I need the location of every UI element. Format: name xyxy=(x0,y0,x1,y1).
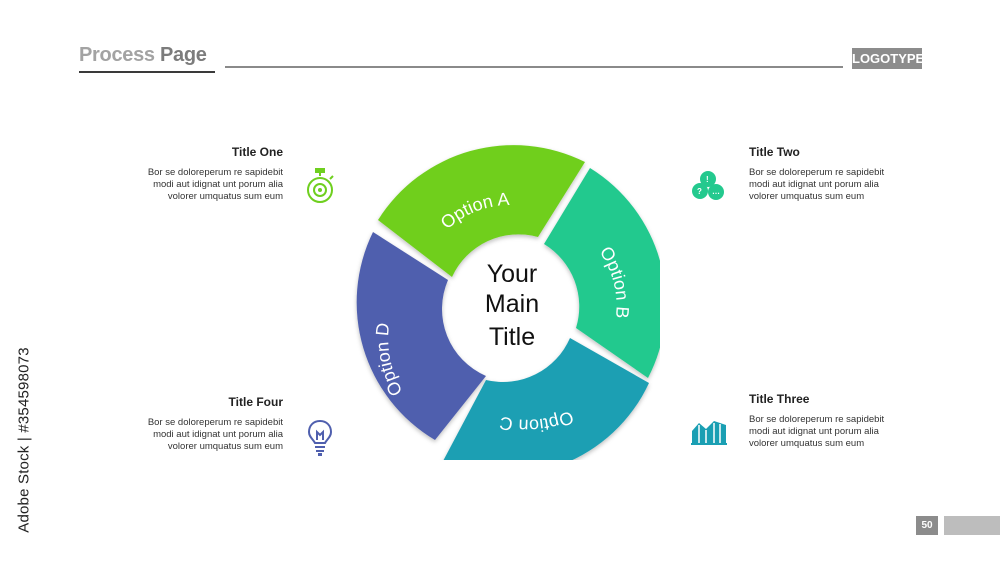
block-title-three: Title Three Bor se doloreperum re sapide… xyxy=(749,392,909,450)
block-text: Bor se doloreperum re sapidebit modi aut… xyxy=(147,417,283,452)
block-title: Title Two xyxy=(749,145,800,159)
header-divider xyxy=(225,66,843,68)
stopwatch-icon xyxy=(307,168,334,203)
cycle-diagram: Option A Option B Option C Option D Your… xyxy=(356,145,660,460)
segment-option-a xyxy=(378,145,585,277)
block-title-four: Title Four Bor se doloreperum re sapideb… xyxy=(123,395,283,453)
segment-option-b xyxy=(544,168,660,378)
logotype-badge: LOGOTYPE xyxy=(852,48,924,69)
title-underline xyxy=(79,71,215,73)
block-title: Title Four xyxy=(228,395,283,409)
chat-bubbles-icon: ! ? … xyxy=(692,171,724,200)
svg-text:…: … xyxy=(712,187,720,196)
block-title: Title Three xyxy=(749,392,810,406)
block-title: Title One xyxy=(231,145,283,159)
page-title-part2: Page xyxy=(160,44,207,66)
page-title-part1: Process xyxy=(79,44,160,66)
lightbulb-icon xyxy=(307,419,333,456)
svg-text:?: ? xyxy=(697,187,702,196)
footer-bar xyxy=(944,516,1000,535)
page-title: Process Page xyxy=(79,44,207,67)
block-text: Bor se doloreperum re sapidebit modi aut… xyxy=(147,167,283,202)
block-title-one: Title One Bor se doloreperum re sapidebi… xyxy=(123,145,283,203)
segment-option-c xyxy=(443,338,649,460)
segment-option-d xyxy=(356,232,486,440)
svg-text:!: ! xyxy=(706,175,709,184)
page-number: 50 xyxy=(916,516,938,535)
stock-watermark: Adobe Stock | #354598073 xyxy=(12,320,36,560)
main-title-line1: Your xyxy=(487,260,538,288)
growth-chart-icon xyxy=(691,421,727,445)
main-title-line3: Title xyxy=(489,323,535,351)
main-title-line2: Main xyxy=(485,290,539,318)
block-text: Bor se doloreperum re sapidebit modi aut… xyxy=(749,167,885,202)
stock-watermark-text: Adobe Stock | #354598073 xyxy=(15,347,33,533)
block-text: Bor se doloreperum re sapidebit modi aut… xyxy=(749,414,885,449)
block-title-two: Title Two Bor se doloreperum re sapidebi… xyxy=(749,145,909,203)
